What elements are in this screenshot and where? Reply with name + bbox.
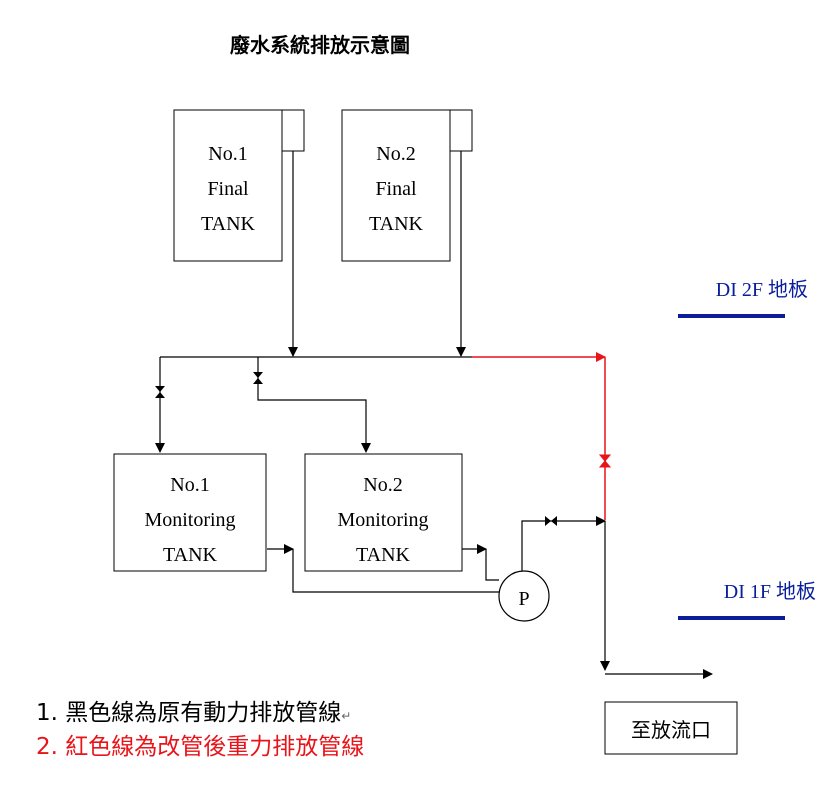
final-tank-1-type: Final [207, 178, 249, 200]
diagram-title: 廢水系統排放示意圖 [230, 33, 410, 57]
monitoring-tank-2-number: No.2 [363, 474, 402, 496]
final-tank-1-outlet-box [281, 109, 305, 152]
pump-suction-line-2 [485, 549, 499, 581]
final-tank-1: No.1 Final TANK [173, 109, 305, 262]
monitoring-tank-1: No.1 Monitoring TANK [113, 453, 267, 572]
outlet-label: 至放流口 [631, 718, 711, 742]
gravity-valve-icon [598, 454, 612, 468]
monitoring-tank-1-type: Monitoring [144, 509, 235, 531]
monitoring-tank-1-number: No.1 [170, 474, 209, 496]
outlet-box: 至放流口 [604, 701, 738, 755]
final-tank-1-label: TANK [201, 213, 256, 235]
final-tank-2-outlet-box [449, 109, 473, 152]
final-tank-2-type: Final [375, 178, 417, 200]
pump-label: P [518, 588, 529, 610]
floor-1f-label: DI 1F 地板 [724, 580, 816, 603]
monitor-1-inlet-valve-icon [155, 386, 165, 398]
pump-discharge-valve-icon [545, 516, 557, 526]
legend-black-line: 1. 黑色線為原有動力排放管線↵ [36, 700, 351, 726]
final-tank-2-number: No.2 [376, 143, 415, 165]
legend-black-text: 1. 黑色線為原有動力排放管線 [36, 700, 341, 726]
legend-red-line: 2. 紅色線為改管後重力排放管線 [36, 734, 364, 760]
final-tank-2-label: TANK [369, 213, 424, 235]
pump: P [498, 570, 550, 622]
monitoring-tank-2: No.2 Monitoring TANK [304, 453, 463, 572]
pump-discharge-pipe [521, 516, 606, 571]
legend-paragraph-mark: ↵ [341, 709, 351, 723]
monitor-2-inlet-pipe [257, 357, 371, 453]
monitoring-tank-2-type: Monitoring [337, 509, 428, 531]
floor-2f-label: DI 2F 地板 [716, 278, 808, 301]
final-tank-2: No.2 Final TANK [341, 109, 473, 262]
monitor-2-inlet-valve-icon [253, 372, 263, 384]
pump-suction-line-1 [292, 549, 499, 593]
monitoring-tank-2-label: TANK [356, 544, 411, 566]
final-tank-1-number: No.1 [208, 143, 247, 165]
monitoring-tank-1-label: TANK [163, 544, 218, 566]
